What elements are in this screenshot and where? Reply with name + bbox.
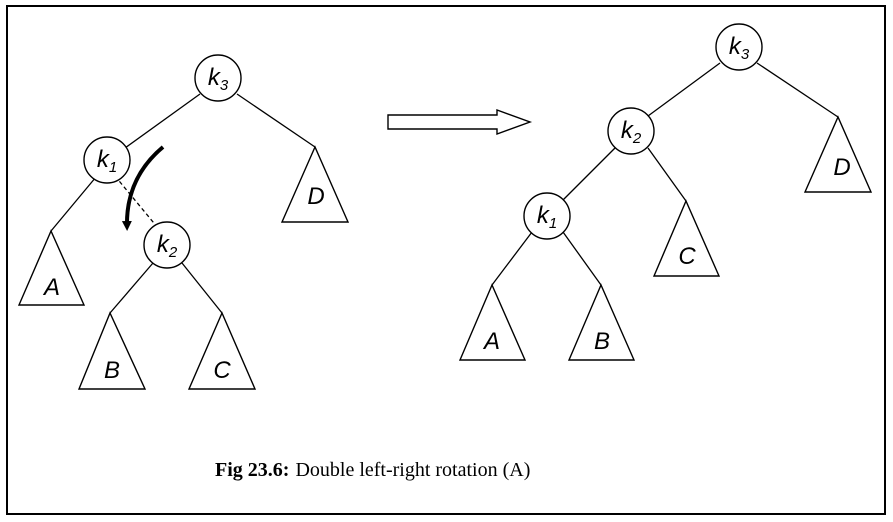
after-tree: D C A B k3 k2 k1: [458, 23, 873, 361]
after-node-k3: [715, 23, 763, 71]
edge-k1-a: [50, 176, 97, 232]
figure-border: [6, 5, 886, 515]
after-node-k2-label: k2: [621, 117, 642, 147]
after-subtree-a: [458, 283, 527, 361]
edge-after-k3-d: [756, 62, 839, 118]
after-node-k2: [607, 107, 655, 155]
edge-after-k3-k2: [647, 62, 721, 117]
edge-after-k1-a: [491, 231, 533, 286]
before-subtree-a-label: A: [42, 274, 60, 301]
after-subtree-d: [803, 115, 873, 193]
edge-after-k2-k1: [562, 147, 616, 201]
after-subtree-a-label: A: [482, 328, 500, 355]
edge-k1-k2-dotted: [114, 175, 159, 229]
edge-after-k1-b: [562, 231, 602, 286]
transform-arrow: [387, 109, 533, 135]
before-subtree-d: [280, 145, 350, 223]
before-tree: A B C D k3 k1 k2: [17, 54, 350, 390]
figure-caption: Fig 23.6: Double left-right rotation (A): [215, 459, 530, 481]
edge-after-k2-c: [647, 147, 687, 202]
before-subtree-b-label: B: [104, 357, 120, 384]
rotation-arrow: [121, 145, 165, 231]
edge-k2-c: [181, 262, 223, 314]
before-node-k3: [194, 54, 242, 102]
after-subtree-c: [652, 199, 721, 277]
before-subtree-d-label: D: [307, 183, 324, 210]
caption-text: Double left-right rotation (A): [295, 459, 530, 481]
after-node-k1: [523, 192, 571, 240]
caption-label: Fig 23.6:: [215, 459, 289, 481]
before-node-k2: [143, 221, 191, 269]
before-node-k2-label: k2: [157, 231, 178, 261]
after-node-k1-label: k1: [537, 202, 557, 232]
after-node-k3-label: k3: [729, 33, 750, 63]
before-subtree-a: [17, 229, 86, 306]
after-subtree-b: [567, 283, 636, 361]
before-node-k1-label: k1: [97, 146, 117, 176]
edge-k3-k1: [124, 93, 201, 149]
after-subtree-b-label: B: [594, 328, 610, 355]
before-node-k1: [83, 136, 131, 184]
before-node-k3-label: k3: [208, 64, 229, 94]
after-subtree-d-label: D: [833, 154, 850, 181]
edge-k2-b: [109, 262, 154, 314]
after-subtree-c-label: C: [678, 243, 696, 270]
before-subtree-c: [187, 311, 257, 390]
edge-k3-d: [236, 93, 316, 148]
before-subtree-b: [77, 311, 147, 390]
before-subtree-c-label: C: [213, 357, 231, 384]
